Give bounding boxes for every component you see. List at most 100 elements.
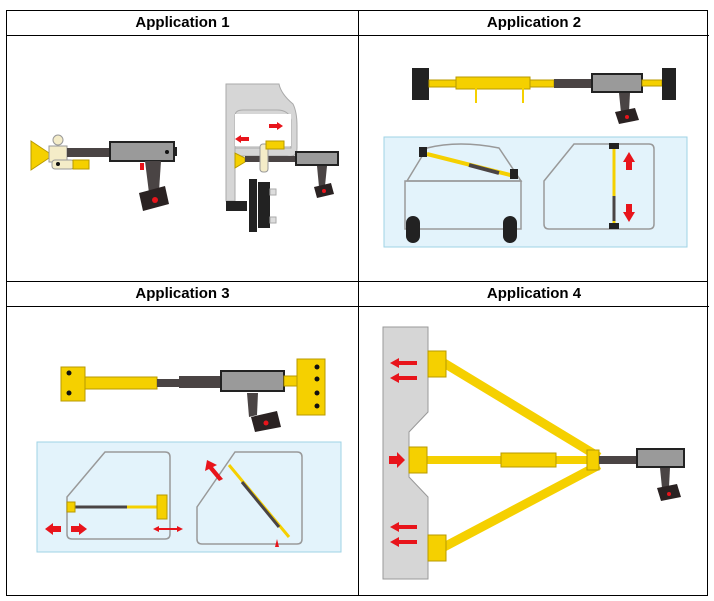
door-frame	[66, 451, 171, 540]
arrow-left-icon	[390, 358, 417, 368]
double-arrow-icon	[205, 460, 223, 481]
tool-shaft	[240, 481, 281, 528]
handle-pin	[522, 87, 524, 103]
arrow-right-icon	[389, 452, 405, 468]
handle-pin	[475, 87, 477, 103]
shaft	[554, 79, 594, 88]
end-pad	[609, 143, 619, 149]
double-arrow-icon	[153, 526, 183, 532]
foot-plate	[427, 534, 447, 562]
pin	[165, 150, 169, 154]
triangle-spreader	[408, 350, 685, 562]
slotted-tube	[500, 452, 557, 468]
column-divider	[358, 11, 359, 595]
application-4-illustration	[382, 326, 685, 580]
battery-led	[152, 197, 158, 203]
pin	[56, 162, 60, 166]
shaft	[67, 148, 111, 157]
shaft	[179, 376, 223, 388]
end-pad	[662, 68, 676, 100]
foot-plate	[408, 446, 428, 474]
wheel	[503, 216, 517, 243]
cell-title: Application 2	[359, 11, 709, 36]
tool-shaft	[468, 163, 500, 175]
end-cap	[174, 147, 177, 156]
shaft	[599, 456, 639, 464]
end-pad	[510, 169, 518, 179]
slotted-tube	[455, 76, 531, 90]
row-divider	[7, 281, 707, 282]
end-plate	[296, 358, 326, 416]
arrow-right-icon	[269, 122, 283, 130]
spreader-tool	[412, 68, 676, 124]
arrow-icon	[275, 539, 279, 547]
application-3-illustration	[36, 358, 342, 553]
hinge-body	[249, 179, 257, 232]
arm	[641, 79, 663, 87]
windshield	[405, 143, 523, 182]
lower-arm	[441, 461, 602, 551]
end-plate	[60, 366, 86, 402]
grip	[145, 161, 161, 193]
end-pad	[419, 147, 427, 157]
arrow-left-icon	[390, 373, 417, 383]
arrow-down-icon	[623, 204, 635, 222]
grip	[619, 93, 630, 113]
arrow-left-icon	[45, 523, 61, 535]
foot-plate	[427, 350, 447, 378]
door-pillar-scene	[225, 83, 339, 232]
trigger	[140, 163, 144, 170]
arm	[428, 79, 458, 88]
hinge-body	[258, 182, 270, 228]
tube	[529, 79, 555, 88]
arrow-left-icon	[390, 522, 417, 532]
joint	[259, 143, 269, 173]
cell-title: Application 3	[7, 282, 358, 307]
apex-joint	[586, 449, 600, 471]
spreader-tool	[60, 358, 326, 432]
cell-title: Application 1	[7, 11, 358, 36]
tip	[265, 140, 285, 150]
bolt	[269, 188, 277, 196]
applications-table: Application 1	[6, 10, 709, 596]
end-pad	[412, 68, 429, 100]
tip	[72, 159, 90, 170]
motor-housing	[109, 141, 175, 162]
car-door-view	[543, 143, 655, 230]
door-horizontal-view	[45, 451, 183, 540]
shaft	[245, 156, 297, 162]
wheel	[406, 216, 420, 243]
arrow-up-icon	[623, 152, 635, 170]
motor-housing	[636, 448, 685, 468]
car-body	[404, 180, 522, 230]
cell-application-1: Application 1	[7, 11, 358, 281]
end-pad	[609, 223, 619, 229]
grip	[247, 393, 258, 417]
motor-housing	[220, 370, 285, 392]
joint-arm	[51, 159, 75, 170]
joint-lug	[52, 134, 64, 146]
car-front-view	[404, 143, 523, 243]
bolt	[269, 216, 277, 224]
scene-panel	[36, 441, 342, 553]
door-diagonal-view	[196, 451, 303, 547]
battery-led	[322, 189, 326, 193]
upper-arm	[441, 359, 602, 461]
application-1-illustration	[30, 83, 339, 232]
battery-led	[263, 420, 269, 426]
door-frame	[543, 143, 655, 230]
cell-application-2: Application 2	[359, 11, 709, 281]
arrow-left-icon	[390, 537, 417, 547]
tube	[84, 376, 158, 390]
hinge-plate	[226, 201, 247, 211]
arrow-right-icon	[71, 523, 87, 535]
battery-led	[625, 115, 629, 119]
motor-housing	[591, 73, 643, 93]
cell-application-3: Application 3	[7, 282, 358, 596]
motor-housing	[295, 151, 339, 166]
cell-application-4: Application 4	[359, 282, 709, 596]
shaft	[157, 379, 179, 387]
spreader-tool-left	[30, 134, 177, 211]
door-frame	[196, 451, 303, 545]
arrow-left-icon	[235, 135, 249, 143]
